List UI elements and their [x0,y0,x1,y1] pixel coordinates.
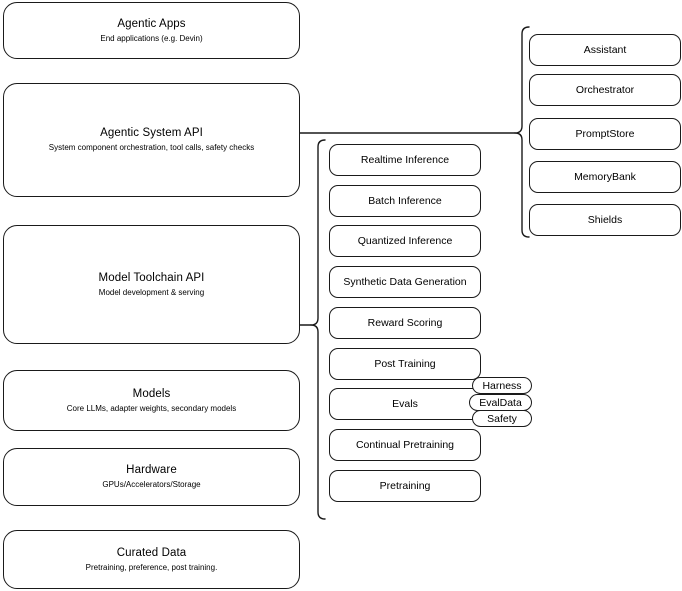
component-label: Post Training [374,358,436,370]
layer-title: Curated Data [116,546,187,559]
component-promptstore[interactable]: PromptStore [529,118,681,150]
component-post-training[interactable]: Post Training [329,348,481,380]
component-assistant[interactable]: Assistant [529,34,681,66]
component-label: Realtime Inference [360,154,450,166]
evals-sub-harness[interactable]: Harness [472,377,532,394]
component-label: Reward Scoring [367,317,443,329]
component-quantized-inference[interactable]: Quantized Inference [329,225,481,257]
component-label: Evals [392,398,418,410]
layer-curated-data[interactable]: Curated Data Pretraining, preference, po… [3,530,300,589]
layer-title: Agentic Apps [117,17,186,30]
component-realtime-inference[interactable]: Realtime Inference [329,144,481,176]
component-label: Assistant [583,44,627,56]
component-shields[interactable]: Shields [529,204,681,236]
evals-sub-label: Harness [482,379,522,392]
evals-sub-safety[interactable]: Safety [472,410,532,427]
layer-subtitle: Model development & serving [98,287,205,297]
evals-sub-evaldata[interactable]: EvalData [469,394,532,411]
layer-title: Model Toolchain API [98,271,205,284]
component-label: Continual Pretraining [355,439,455,451]
component-continual-pretraining[interactable]: Continual Pretraining [329,429,481,461]
layer-subtitle: GPUs/Accelerators/Storage [102,480,201,489]
component-label: Synthetic Data Generation [343,276,467,288]
component-synthetic-data-generation[interactable]: Synthetic Data Generation [329,266,481,298]
component-reward-scoring[interactable]: Reward Scoring [329,307,481,339]
component-evals[interactable]: Evals [329,388,481,420]
component-memorybank[interactable]: MemoryBank [529,161,681,193]
component-label: MemoryBank [574,171,636,183]
layer-agentic-apps[interactable]: Agentic Apps End applications (e.g. Devi… [3,2,300,59]
evals-sub-label: Safety [487,412,517,425]
connector-toolchain-api-to-components [299,138,332,523]
component-label: Shields [587,214,623,226]
layer-title: Hardware [126,464,177,476]
layer-title: Agentic System API [100,127,203,139]
connector-system-api-to-components [299,20,532,250]
component-orchestrator[interactable]: Orchestrator [529,74,681,106]
component-pretraining[interactable]: Pretraining [329,470,481,502]
evals-sub-label: EvalData [479,396,522,409]
component-label: Orchestrator [575,84,635,96]
layer-hardware[interactable]: Hardware GPUs/Accelerators/Storage [3,448,300,506]
layer-models[interactable]: Models Core LLMs, adapter weights, secon… [3,370,300,431]
layer-subtitle: Pretraining, preference, post training. [85,562,218,572]
component-label: Quantized Inference [357,235,453,247]
component-label: PromptStore [575,128,635,140]
component-batch-inference[interactable]: Batch Inference [329,185,481,217]
layer-subtitle: Core LLMs, adapter weights, secondary mo… [66,403,237,413]
layer-subtitle: System component orchestration, tool cal… [48,143,255,152]
component-label: Pretraining [379,480,431,492]
layer-agentic-system-api[interactable]: Agentic System API System component orch… [3,83,300,197]
layer-subtitle: End applications (e.g. Devin) [100,33,203,43]
layer-model-toolchain-api[interactable]: Model Toolchain API Model development & … [3,225,300,344]
layer-title: Models [132,387,171,400]
component-label: Batch Inference [368,195,442,207]
